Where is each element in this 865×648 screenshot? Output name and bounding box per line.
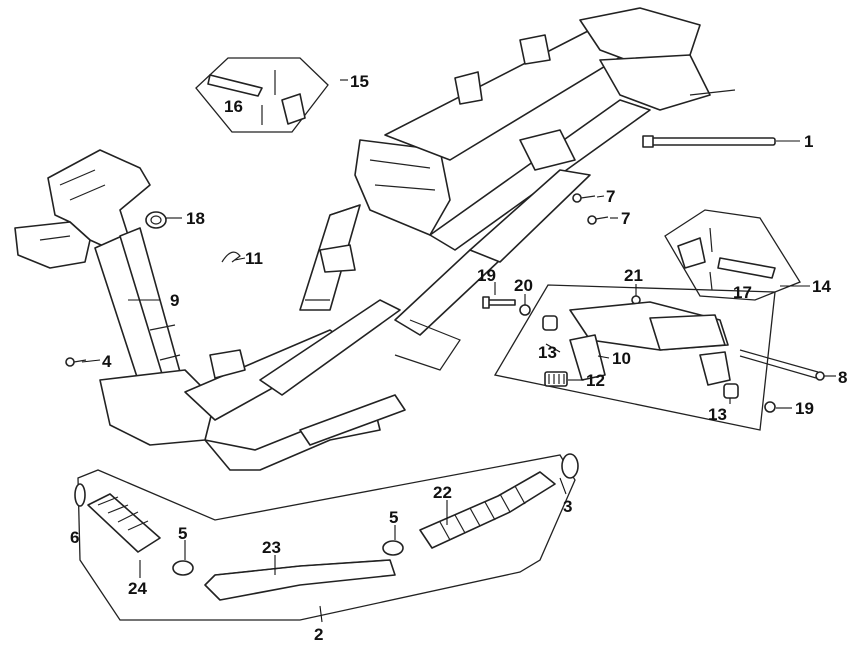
callout-18: 18 [186,209,205,228]
callout-4: 4 [102,352,112,371]
callout-5a: 5 [178,524,187,543]
bolt-part-19b [764,401,776,413]
callout-24: 24 [128,579,147,598]
callout-21: 21 [624,266,643,285]
clip-part [221,251,241,263]
grommet-part [145,211,167,229]
leader-lines [81,79,836,623]
callout-23: 23 [262,538,281,557]
bolt-part-7b [587,215,609,225]
callout-19a: 19 [477,266,496,285]
callout-19b: 19 [795,399,814,418]
callout-22: 22 [433,483,452,502]
callout-16: 16 [224,97,243,116]
callout-10: 10 [612,349,631,368]
callout-13b: 13 [708,405,727,424]
callout-9: 9 [170,291,179,310]
cable-tie-part [642,135,776,148]
exhaust-group [74,453,579,621]
callout-20: 20 [514,276,533,295]
callout-14: 14 [812,277,831,296]
spring-rod-part [739,349,825,381]
callout-13a: 13 [538,343,557,362]
callout-15: 15 [350,72,369,91]
callout-7b: 7 [621,209,630,228]
callout-6: 6 [70,528,79,547]
callout-7a: 7 [606,187,615,206]
callout-8: 8 [838,368,847,387]
callout-17: 17 [733,283,752,302]
parts-group-15 [195,57,329,133]
callout-2: 2 [314,625,323,644]
callout-5b: 5 [389,508,398,527]
bolt-part-19a [482,296,516,309]
callout-1: 1 [804,132,813,151]
main-frame [14,7,736,471]
callout-12: 12 [586,371,605,390]
screw-part-4 [65,357,87,367]
callout-11: 11 [245,249,263,268]
callout-3: 3 [563,497,572,516]
parts-group-14 [664,209,801,301]
center-stand-group [493,284,776,431]
callout-labels: 1 15 16 18 11 9 4 7 7 19 20 21 14 17 13 … [70,72,847,644]
bolt-part-7a [572,193,596,203]
nut-part [519,304,531,316]
